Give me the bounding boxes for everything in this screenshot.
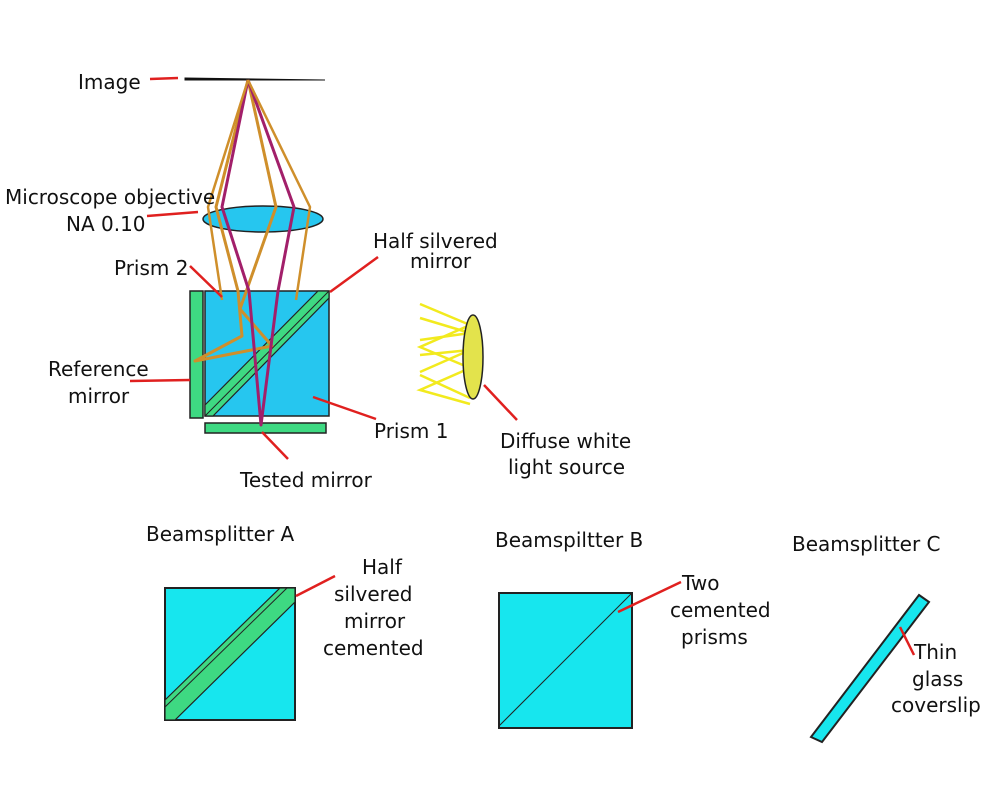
label-prism-2: Prism 2 (114, 256, 188, 280)
label-half-silvered-2: mirror (410, 249, 472, 273)
beamsplitter-b-title: Beamspiltter B (495, 528, 643, 552)
beamsplitter-a-title: Beamsplitter A (146, 522, 295, 546)
beamsplitter-c-note-3: coverslip (891, 693, 981, 717)
beamsplitter-c-leader (898, 626, 916, 656)
beamsplitter-a-mirror (164, 587, 296, 721)
beamsplitter-c-note-2: glass (912, 667, 963, 691)
beamsplitter-a-note-2: silvered (334, 582, 412, 606)
beamsplitter-c-title: Beamsplitter C (792, 532, 941, 556)
label-tested-mirror: Tested mirror (239, 468, 373, 492)
label-light-source-1: Diffuse white (500, 429, 631, 453)
prism-diagonal (204, 290, 330, 417)
test-ray-path (220, 79, 296, 427)
beamsplitter-b-diagonal (498, 592, 633, 727)
beamsplitter-b-leader (617, 580, 682, 614)
label-half-silvered-1: Half silvered (373, 229, 498, 253)
ray-paths (193, 79, 312, 427)
label-light-source-2: light source (508, 455, 625, 479)
beamsplitter-b-note-2: cemented (670, 598, 771, 622)
label-reference-2: mirror (68, 384, 130, 408)
tested-mirror (204, 422, 327, 434)
reference-ray-path (193, 79, 278, 363)
reference-mirror (189, 290, 204, 419)
beamsplitter-a-note-3: mirror (344, 609, 406, 633)
label-objective-1: Microscope objective (5, 185, 215, 209)
beamsplitter-c-note-1: Thin (913, 640, 957, 664)
label-prism-1: Prism 1 (374, 419, 448, 443)
beamsplitter-b-note-3: prisms (681, 625, 748, 649)
beamsplitter-a-note-4: cemented (323, 636, 424, 660)
beamsplitter-a-leader (295, 574, 336, 598)
leader-lines (129, 76, 518, 460)
light-source (462, 314, 484, 400)
label-objective-2: NA 0.10 (66, 212, 146, 236)
beamsplitter-a-diagonal (164, 587, 288, 708)
label-reference-1: Reference (48, 357, 149, 381)
beamsplitter-b-note-1: Two (681, 571, 720, 595)
beamsplitter-c-coverslip (809, 593, 931, 744)
beamsplitter-a-note-1: Half (362, 555, 403, 579)
outer-gold-ray-right (246, 79, 312, 301)
image-plane (184, 77, 326, 81)
outer-gold-ray (206, 79, 250, 301)
label-image: Image (78, 70, 141, 94)
